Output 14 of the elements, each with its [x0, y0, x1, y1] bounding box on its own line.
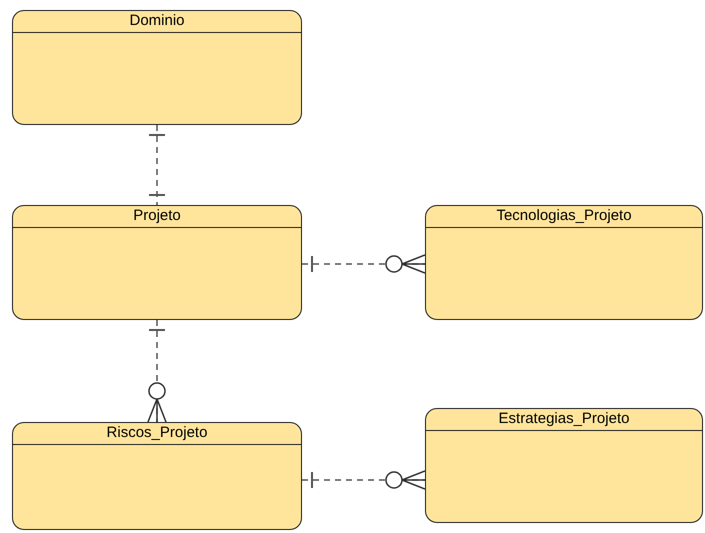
- entity-box: [12, 205, 302, 320]
- entity-title: Estrategias_Projeto: [498, 410, 630, 429]
- entity-box: [425, 205, 703, 320]
- relationship-line: [302, 254, 426, 274]
- relationship-line: [147, 320, 167, 423]
- entity-box: [12, 422, 302, 530]
- entity-box: [12, 10, 302, 125]
- entity-title: Riscos_Projeto: [106, 424, 208, 443]
- relationship-line: [148, 125, 166, 205]
- entity-title: Dominio: [129, 12, 185, 31]
- relationship-line: [302, 470, 426, 490]
- entity-title: Projeto: [133, 207, 181, 226]
- entity-box: [425, 408, 703, 523]
- entity-title: Tecnologias_Projeto: [496, 207, 632, 226]
